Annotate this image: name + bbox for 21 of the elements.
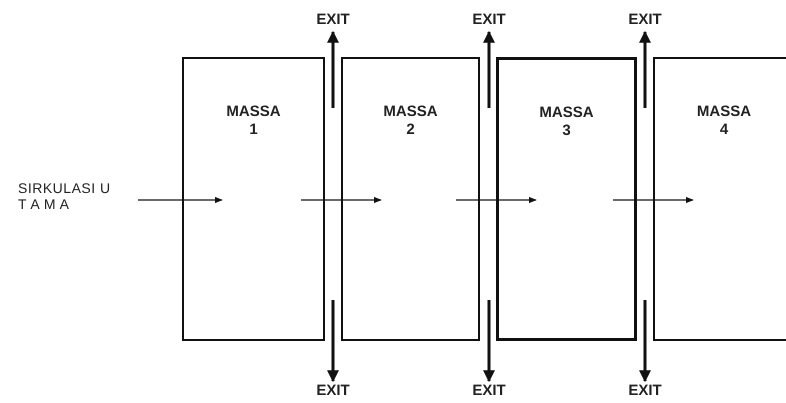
exit-label: EXIT [312,12,354,30]
room-block [653,57,786,341]
exit-label: EXIT [624,12,666,30]
arrow [639,300,651,382]
arrow [138,196,223,204]
arrow [613,196,694,204]
arrow [327,30,339,108]
arrow [327,300,339,382]
exit-label: EXIT [624,383,666,401]
room-block [341,57,480,341]
arrow [483,30,495,108]
exit-label: EXIT [312,383,354,401]
circulation-label: SIRKULASI U T A M A [18,180,118,214]
arrow [483,300,495,382]
room-block [182,57,325,341]
room-block [496,57,637,341]
arrow [639,30,651,108]
arrow [301,196,382,204]
exit-label: EXIT [468,383,510,401]
exit-label: EXIT [468,12,510,30]
arrow [456,196,537,204]
